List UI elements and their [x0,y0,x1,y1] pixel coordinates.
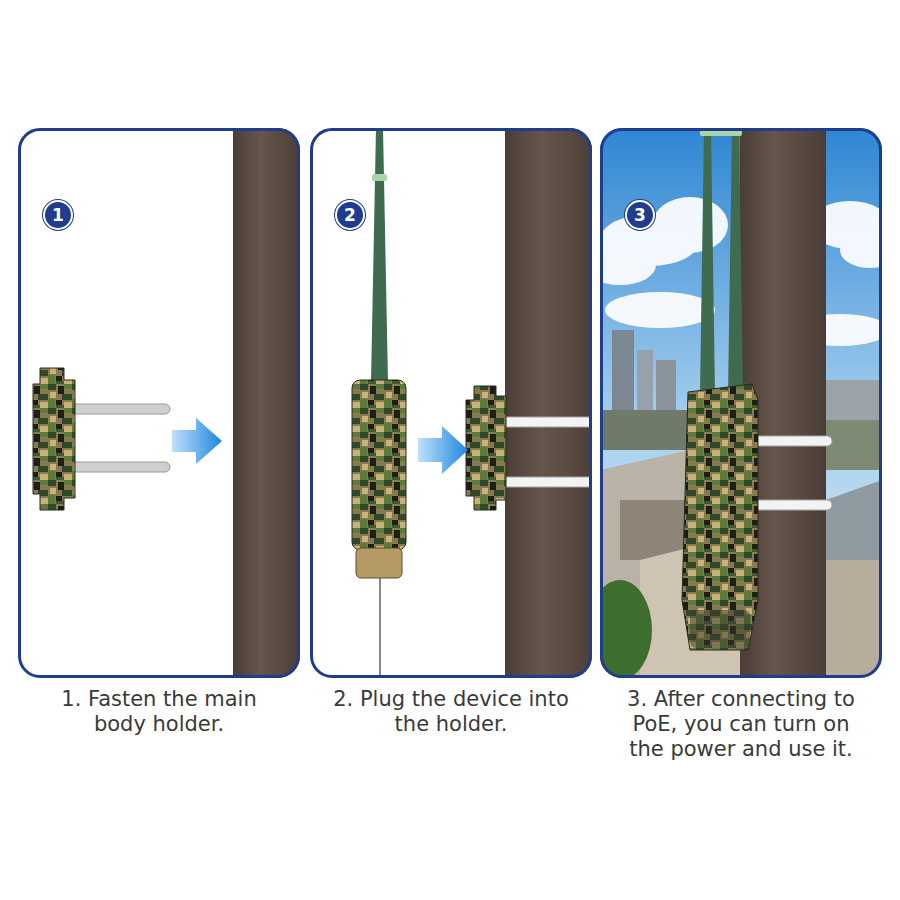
step-panel: 2. Plug the device into the holder.2 [310,128,592,678]
step-one-art [18,128,300,678]
device-cap [356,548,402,578]
strap [752,500,832,510]
strap [497,477,592,487]
step-caption: 3. After connecting to PoE, you can turn… [603,687,879,762]
step-number: 1 [52,205,64,225]
step-number-circle: 1 [43,200,73,230]
antenna-ring [372,174,387,181]
step-number: 2 [344,205,356,225]
step-two-art [310,128,592,678]
step-caption: 1. Fasten the main body holder. [21,687,297,737]
strap [752,436,832,446]
step-number: 3 [634,205,646,225]
step-panel: 1. Fasten the main body holder.1 [18,128,300,678]
pole [233,128,300,678]
holder-bracket [466,386,506,510]
pole [505,128,592,678]
antenna [728,128,743,395]
device-body [352,380,406,550]
step-caption: 2. Plug the device into the holder. [313,687,589,737]
holder-bracket [33,368,75,510]
antenna [371,128,388,382]
step-panel: 3. After connecting to PoE, you can turn… [600,128,882,678]
antenna [700,128,715,395]
device-cap [690,610,750,648]
device-body [682,384,758,650]
direction-arrow [172,418,222,464]
step-number-circle: 2 [335,200,365,230]
strap [66,462,170,472]
cable [379,578,381,678]
step-three-art [600,128,882,678]
strap [497,417,592,427]
strap [66,404,170,414]
direction-arrow [418,426,468,474]
step-number-circle: 3 [625,200,655,230]
